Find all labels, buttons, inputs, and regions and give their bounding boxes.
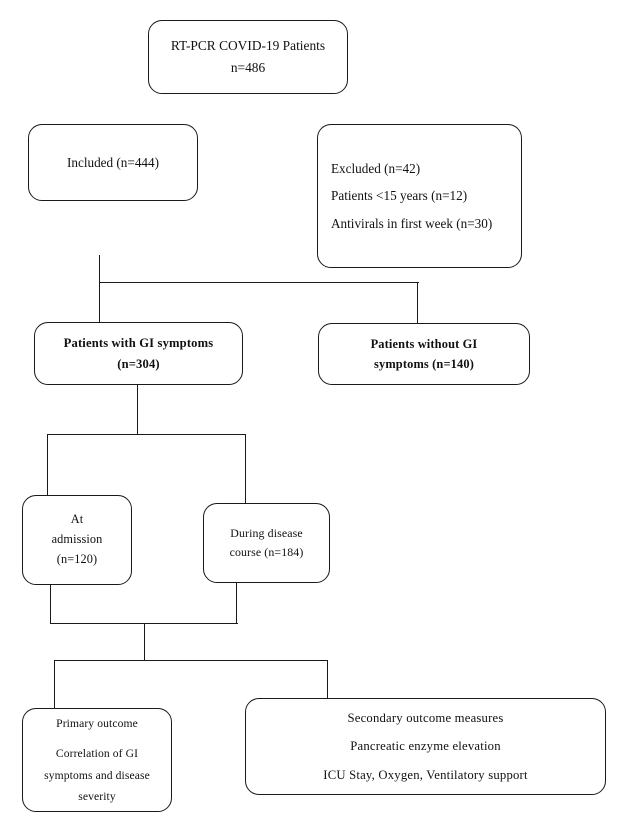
node-line: symptoms and disease [44,768,150,782]
node-line: admission [51,532,103,547]
connector-during-course-down [236,583,238,624]
connector-merge-down [144,623,146,661]
connector-to-without-gi [417,282,419,323]
node-line: Excluded (n=42) [331,161,421,177]
connector-included-down [99,255,101,283]
connector-split-bar-level1 [99,282,419,284]
node-line: At [70,512,84,527]
node-patients-without-gi-symptoms[interactable]: Patients without GI symptoms (n=140) [318,323,530,385]
node-line: Secondary outcome measures [347,710,504,725]
node-line: Patients without GI [370,336,478,351]
node-line: severity [78,789,116,803]
node-line: Patients <15 years (n=12) [331,188,468,204]
node-line: course (n=184) [229,545,304,559]
node-line: Included (n=444) [66,154,160,170]
node-line: Antivirals in first week (n=30) [331,215,493,231]
node-line: Primary outcome [56,716,138,730]
node-patients-with-gi-symptoms[interactable]: Patients with GI symptoms (n=304) [34,322,243,385]
node-line: Correlation of GI [55,747,139,761]
node-primary-outcome[interactable]: Primary outcome Correlation of GI sympto… [22,708,172,812]
connector-split-bar-outcomes [54,660,328,662]
node-secondary-outcome[interactable]: Secondary outcome measures Pancreatic en… [245,698,606,795]
node-line: During disease [230,525,303,540]
node-line: Patients with GI symptoms [63,336,214,351]
connector-at-admission-down [50,585,52,624]
node-during-disease-course[interactable]: During disease course (n=184) [203,503,330,583]
node-line: (n=304) [117,356,160,371]
node-line: n=486 [230,60,266,75]
node-rt-pcr-source[interactable]: RT-PCR COVID-19 Patients n=486 [148,20,348,94]
node-at-admission[interactable]: At admission (n=120) [22,495,132,585]
node-line: (n=120) [56,551,98,566]
connector-with-gi-down [137,385,139,435]
node-line: Pancreatic enzyme elevation [350,739,501,754]
connector-split-bar-level2 [47,434,246,436]
node-included[interactable]: Included (n=444) [28,124,198,201]
node-line: RT-PCR COVID-19 Patients [170,38,326,54]
connector-to-primary-outcome [54,660,56,708]
connector-to-during-course [245,434,247,503]
connector-to-secondary-outcome [327,660,329,698]
connector-to-with-gi [99,282,101,323]
node-excluded[interactable]: Excluded (n=42) Patients <15 years (n=12… [317,124,522,268]
node-line: ICU Stay, Oxygen, Ventilatory support [323,767,528,782]
node-line: symptoms (n=140) [374,357,474,371]
connector-to-at-admission [47,434,49,495]
